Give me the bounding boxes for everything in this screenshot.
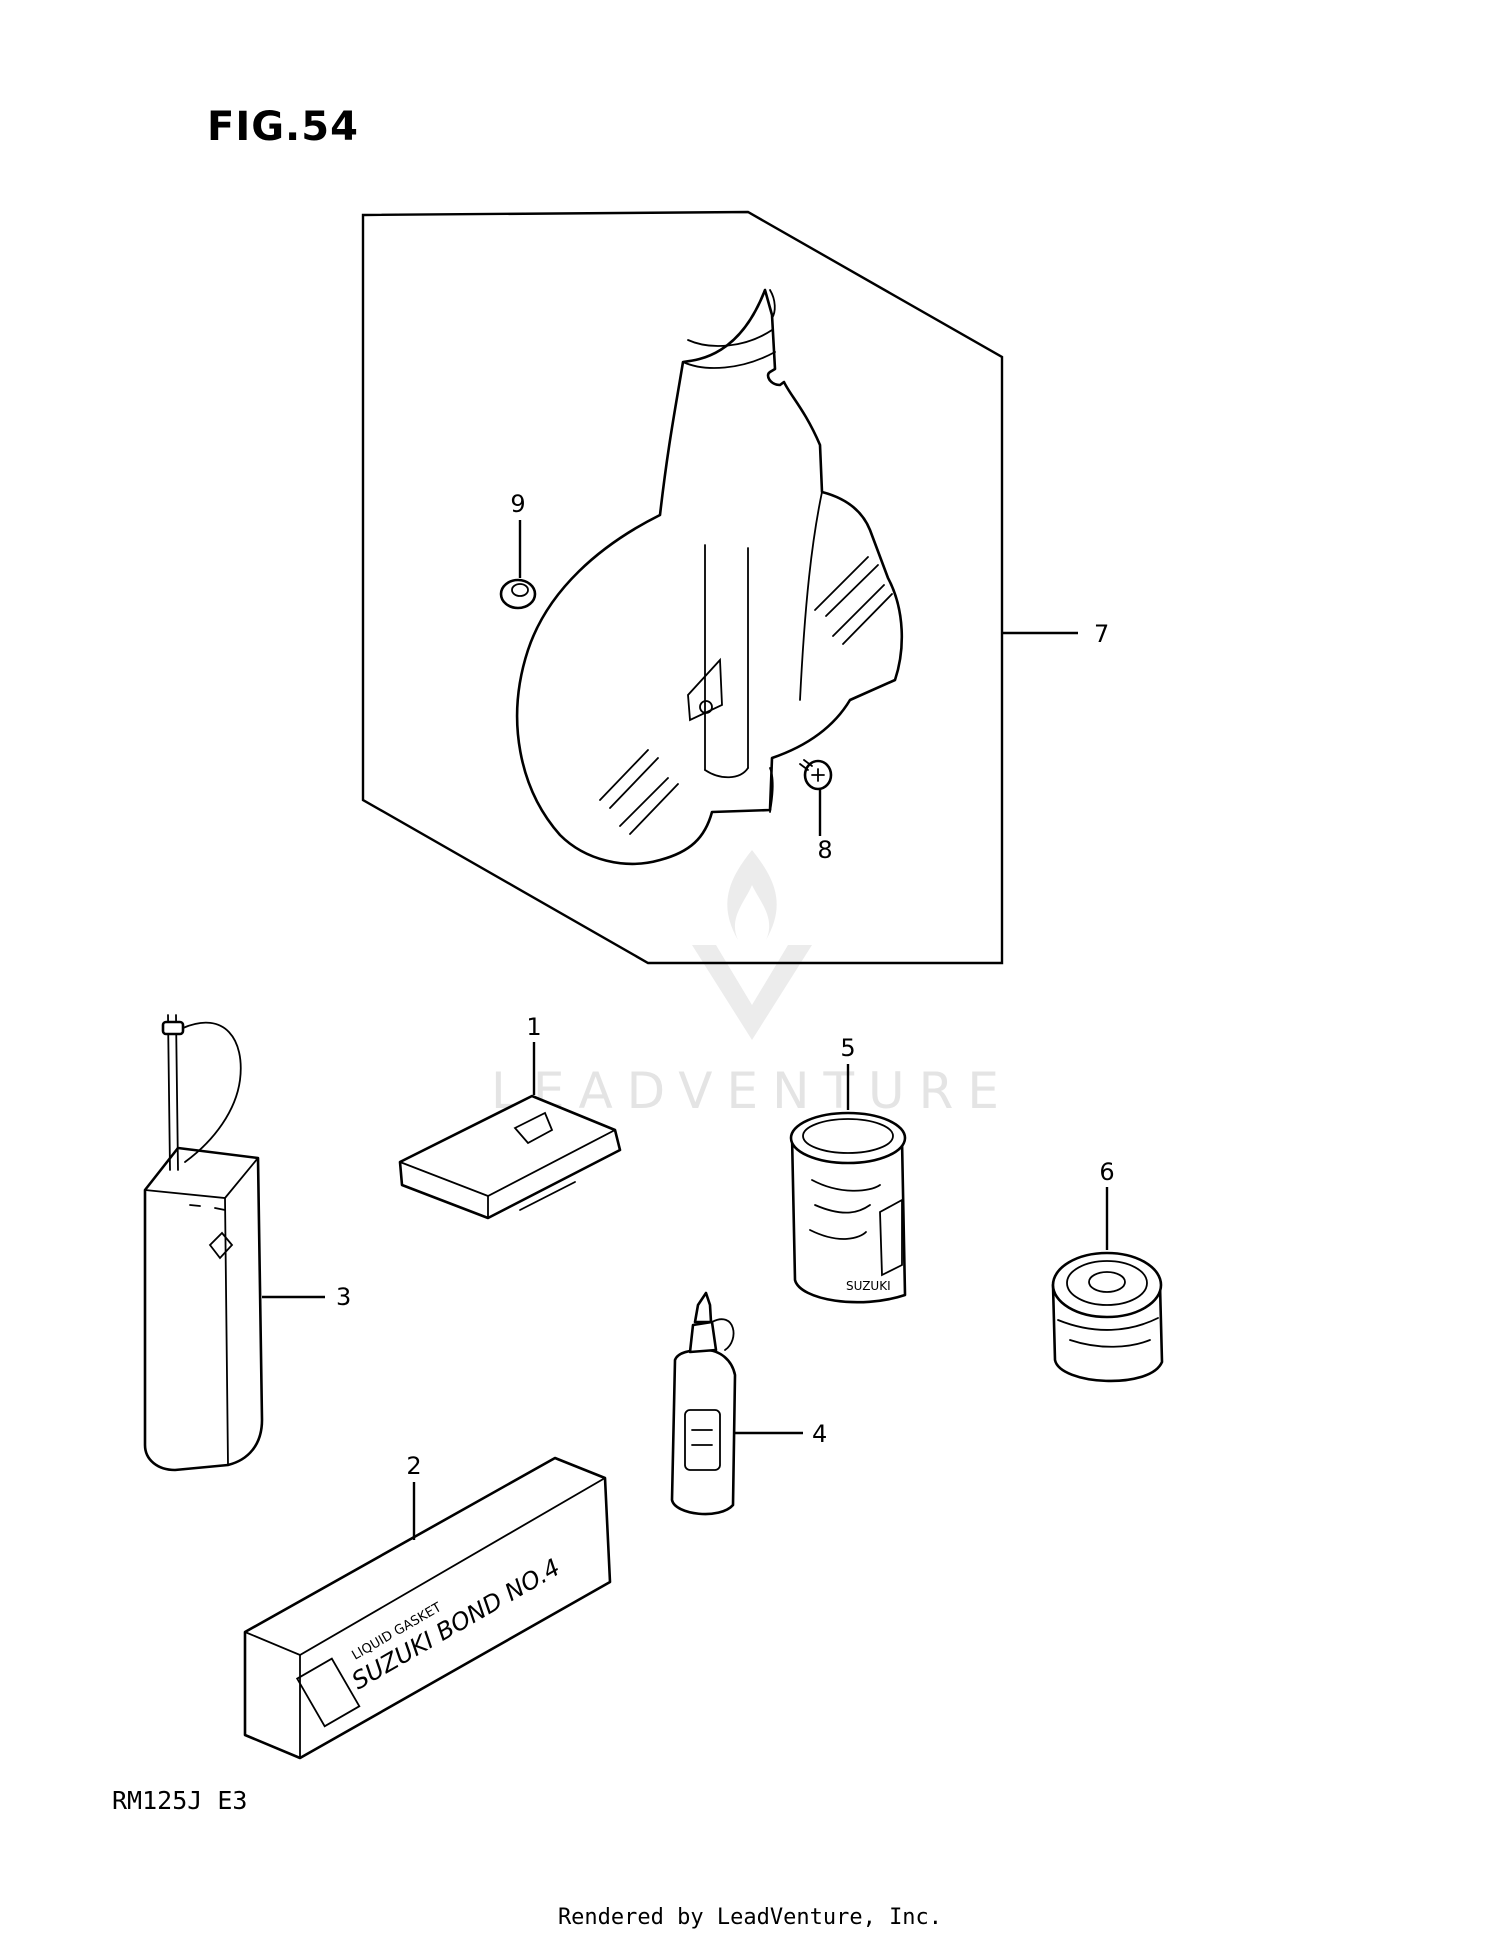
callout-5: 5 <box>840 1034 855 1062</box>
figure-title: FIG.54 <box>207 104 359 150</box>
callout-3: 3 <box>336 1283 351 1311</box>
watermark: LEADVENTURE <box>491 850 1013 1120</box>
callout-6: 6 <box>1099 1158 1114 1186</box>
item-6-tin <box>1051 1187 1164 1383</box>
callout-7: 7 <box>1094 620 1109 648</box>
item-5-can: SUZUKI <box>789 1064 907 1304</box>
item-3-oil-can <box>143 1014 325 1472</box>
kit-outline-box <box>361 210 1004 965</box>
item-4-bottle <box>670 1291 803 1516</box>
callout-9: 9 <box>510 490 525 518</box>
item-1-box <box>398 1042 622 1220</box>
callout-8: 8 <box>817 836 832 864</box>
callout-1: 1 <box>526 1013 541 1041</box>
model-code: RM125J E3 <box>112 1786 248 1815</box>
rendered-by-footer: Rendered by LeadVenture, Inc. <box>557 1905 943 1930</box>
item-8-screw <box>799 759 833 836</box>
item-2-bond-box: LIQUID GASKET SUZUKI BOND NO.4 <box>243 1456 612 1760</box>
can-brand-label: SUZUKI <box>846 1279 891 1293</box>
item-9-nut <box>499 520 537 610</box>
callout-4: 4 <box>812 1420 827 1448</box>
watermark-text: LEADVENTURE <box>491 1062 1013 1120</box>
callout-2: 2 <box>406 1452 421 1480</box>
frame-guard-illustration <box>515 288 904 866</box>
